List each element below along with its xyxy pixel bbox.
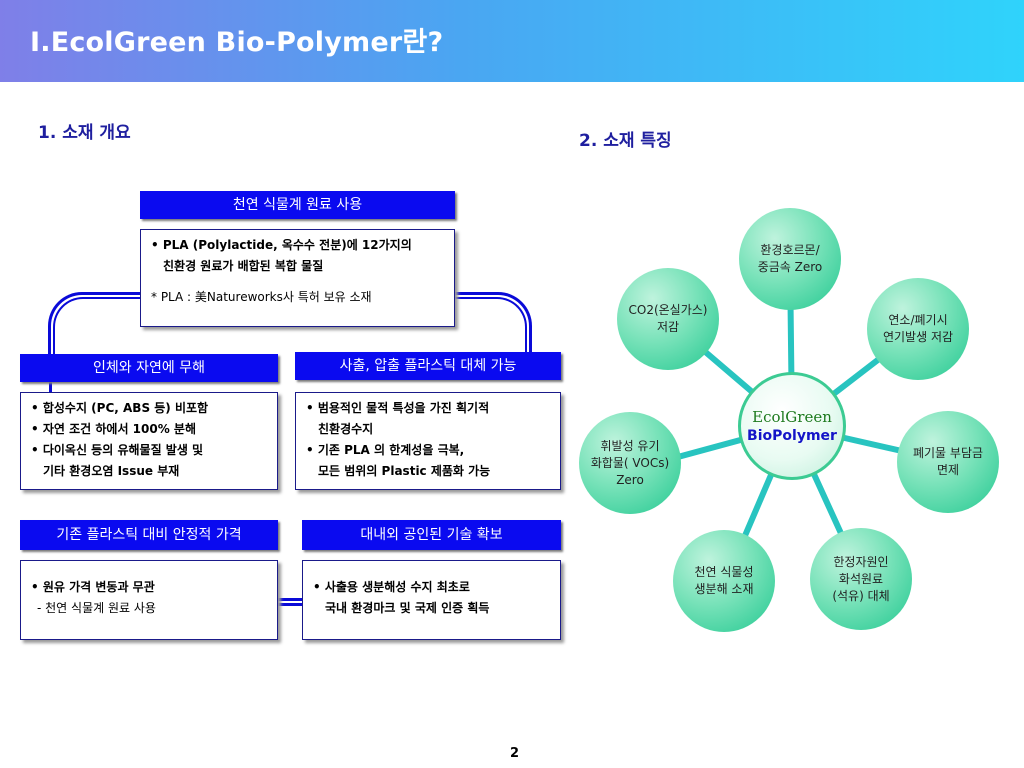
feature-node-label: 천연 식물성 (694, 565, 754, 579)
page-number: 2 (510, 746, 520, 761)
section-title-features: 2. 소재 특징 (579, 131, 672, 151)
feature-node-label: 저감 (656, 320, 680, 334)
center-label-brand: EcolGreen (752, 407, 832, 426)
feature-node-fossil: 한정자원인 화석원료 (석유) 대체 (810, 528, 912, 630)
overview-left2-line: • 원유 가격 변동과 무관 (31, 580, 155, 594)
overview-left2-line: - 천연 식물계 원료 사용 (37, 601, 156, 615)
overview-left1-line: 기타 환경오염 Issue 부재 (43, 464, 180, 478)
feature-node-label: 중금속 Zero (757, 260, 823, 274)
feature-node-label: CO2(온실가스) (628, 303, 708, 317)
feature-node-label: 한정자원인 (833, 554, 889, 569)
overview-left2-box: • 원유 가격 변동과 무관 - 천연 식물계 원료 사용 (20, 560, 278, 640)
feature-node-label: 환경호르몬/ (760, 243, 820, 257)
feature-node-label: 화석원료 (838, 571, 884, 586)
section-title-overview: 1. 소재 개요 (38, 123, 131, 143)
overview-right1-line: 친환경수지 (318, 422, 374, 436)
feature-node-label: (석유) 대체 (832, 588, 890, 603)
overview-right1-line: • 범용적인 물적 특성을 가진 획기적 (306, 401, 490, 415)
feature-node-label: 화합물( VOCs) (590, 455, 670, 470)
overview-right1-line: 모든 범위의 Plastic 제품화 가능 (318, 464, 491, 478)
feature-node-smoke: 연소/폐기시 연기발생 저감 (867, 278, 969, 380)
overview-top-line2: 친환경 원료가 배합된 복합 물질 (163, 259, 324, 273)
overview-right2-title: 대내외 공인된 기술 확보 (302, 520, 561, 550)
feature-node-hormone: 환경호르몬/ 중금속 Zero (739, 208, 841, 310)
overview-right1-box: • 범용적인 물적 특성을 가진 획기적 친환경수지 • 기존 PLA 의 한계… (295, 392, 561, 490)
feature-node-biodegradable: 천연 식물성 생분해 소재 (673, 530, 775, 632)
header-bar: Ⅰ.EcolGreen Bio-Polymer란? (0, 0, 1024, 82)
overview-right1-title: 사출, 압출 플라스틱 대체 가능 (295, 352, 561, 380)
feature-node-label: 생분해 소재 (694, 582, 754, 596)
overview-left1-title: 인체와 자연에 무해 (20, 354, 278, 382)
feature-node-label: 면제 (936, 463, 960, 477)
feature-node-label: 연소/폐기시 (888, 313, 948, 327)
feature-node-label: 휘발성 유기 (600, 438, 660, 453)
overview-left1-line: • 다이옥신 등의 유해물질 발생 및 (31, 443, 204, 457)
center-label-product: BioPolymer (747, 427, 837, 444)
feature-node-label: 폐기물 부담금 (912, 446, 984, 460)
overview-right2-line: • 사출용 생분해성 수지 최초로 (313, 580, 470, 594)
overview-right2-line: 국내 환경마크 및 국제 인증 획득 (325, 601, 490, 615)
feature-node-co2: CO2(온실가스) 저감 (617, 268, 719, 370)
feature-node-voc: 휘발성 유기 화합물( VOCs) Zero (579, 412, 681, 514)
overview-right1-line: • 기존 PLA 의 한계성을 극복, (306, 443, 465, 457)
overview-right2-box: • 사출용 생분해성 수지 최초로 국내 환경마크 및 국제 인증 획득 (302, 560, 561, 640)
overview-left2-title: 기존 플라스틱 대비 안정적 가격 (20, 520, 278, 550)
overview-left1-line: • 합성수지 (PC, ABS 등) 비포함 (31, 401, 209, 415)
overview-left1-line: • 자연 조건 하에서 100% 분해 (31, 422, 196, 436)
overview-top-note: * PLA : 美Natureworks사 특허 보유 소재 (151, 290, 372, 304)
overview-top-box: • PLA (Polylactide, 옥수수 전분)에 12가지의 친환경 원… (140, 229, 455, 327)
connector-pipe-left (48, 380, 52, 394)
feature-center-node: EcolGreen BioPolymer (738, 372, 846, 480)
overview-top-line1: • PLA (Polylactide, 옥수수 전분)에 12가지의 (151, 238, 412, 252)
overview-top-title: 천연 식물계 원료 사용 (140, 191, 455, 219)
feature-node-label: Zero (616, 472, 644, 487)
overview-left1-box: • 합성수지 (PC, ABS 등) 비포함 • 자연 조건 하에서 100% … (20, 392, 278, 490)
page-title: Ⅰ.EcolGreen Bio-Polymer란? (30, 27, 444, 58)
connector-pipe-bottom (276, 598, 302, 606)
feature-node-label: 연기발생 저감 (882, 330, 954, 344)
feature-node-waste: 폐기물 부담금 면제 (897, 411, 999, 513)
